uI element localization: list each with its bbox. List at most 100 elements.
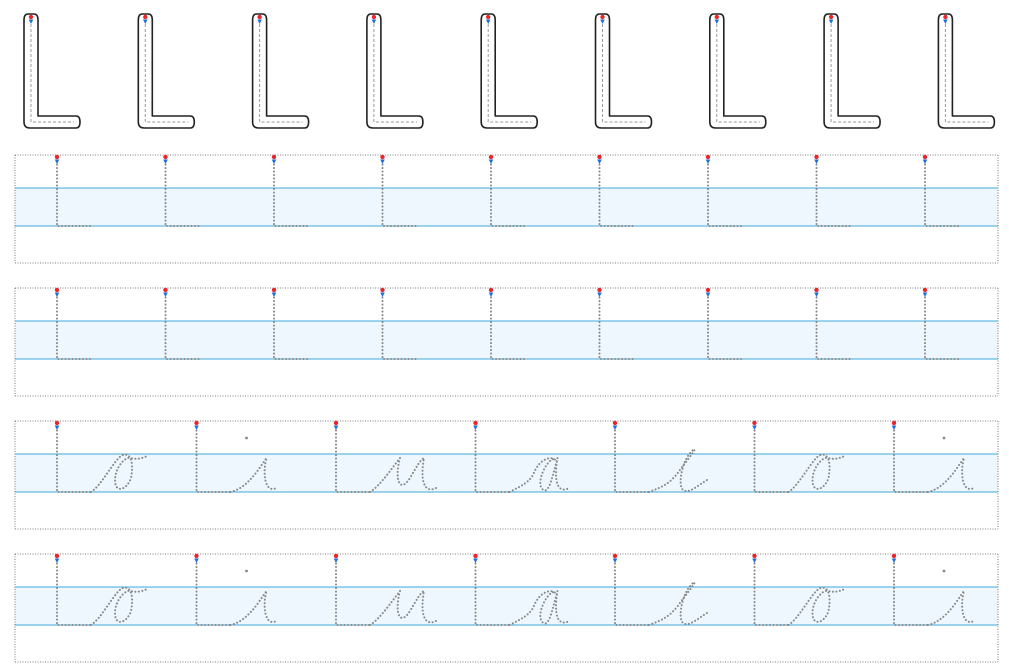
direction-arrow-icon [943,19,948,24]
dotted-letter-path [195,559,232,626]
start-dot-icon [597,154,602,160]
start-dot-icon [380,154,385,160]
big-letter-l [366,13,424,129]
dotted-cursive-o [787,453,846,493]
start-dot-icon [473,553,478,559]
trace-letter-l [163,154,201,227]
letter-outline [594,13,653,129]
letter-guide-path [373,24,417,123]
letter-outline [480,13,538,129]
dotted-letter-path [753,426,790,493]
direction-arrow-icon [380,159,385,164]
dotted-letter-path [335,426,371,493]
letter-guide-path [144,24,189,123]
dotted-letter-path [753,559,790,626]
trace-letter-l [705,287,743,360]
dotted-letter-path [474,426,511,493]
dotted-cursive-a [508,590,571,626]
big-letter-l [594,13,653,129]
trace-word-lo [54,553,148,626]
dotted-letter-path [273,293,309,360]
dotted-cursive-i [927,590,975,626]
direction-arrow-icon [597,159,602,164]
trace-letter-l [380,154,418,227]
dotted-cursive-e [648,448,708,493]
direction-arrow-icon [705,292,711,297]
dotted-cursive-a [508,457,571,493]
dotted-letter-path [273,160,309,227]
dotted-letter-path [707,160,743,227]
big-letter-l [137,13,196,129]
big-letter-l [251,13,310,129]
direction-arrow-icon [54,292,60,297]
start-dot-icon [28,14,34,20]
trace-letter-l [597,287,635,360]
direction-arrow-icon [714,19,720,24]
direction-arrow-icon [612,558,618,563]
start-dot-icon [54,420,60,426]
letter-guide-path [30,24,74,123]
trace-letter-l [271,287,309,360]
direction-arrow-icon [163,159,168,164]
start-dot-icon [488,287,494,293]
letter-guide-path [487,24,532,123]
start-dot-icon [705,287,711,293]
dotted-letter-path [56,559,92,626]
big-letter-l [480,13,538,129]
start-dot-icon [828,14,834,20]
start-dot-icon [54,154,60,160]
trace-letter-l [380,287,418,360]
dotted-cursive-u [369,590,437,626]
start-dot-icon [752,553,757,559]
trace-word-le [612,553,708,626]
direction-arrow-icon [922,159,928,164]
trace-word-li [194,553,278,626]
trace-word-lo [752,553,846,626]
direction-arrow-icon [752,558,757,563]
direction-arrow-icon [600,19,605,24]
dotted-letter-path [893,559,929,626]
i-dot-icon [245,436,248,440]
cursive-trace-row-4 [14,553,999,663]
direction-arrow-icon [485,19,491,24]
dotted-letter-path [893,426,929,493]
direction-arrow-icon [54,425,60,430]
direction-arrow-icon [922,292,928,297]
dotted-letter-path [474,559,511,626]
trace-letter-l [488,154,526,227]
start-dot-icon [380,287,385,293]
start-dot-icon [194,420,199,426]
print-trace-row-2 [14,287,999,397]
letter-outline [823,13,881,129]
start-dot-icon [473,420,478,426]
dotted-letter-path [164,160,201,227]
direction-arrow-icon [488,159,494,164]
direction-arrow-icon [333,558,339,563]
direction-arrow-icon [380,292,385,297]
dotted-cursive-o [90,586,148,626]
direction-arrow-icon [54,558,60,563]
start-dot-icon [597,287,602,293]
trace-letter-l [597,154,635,227]
trace-letter-l [54,287,92,360]
dotted-letter-path [195,426,232,493]
start-dot-icon [163,287,168,293]
trace-letter-l [705,154,743,227]
start-dot-icon [333,553,339,559]
start-dot-icon [257,14,262,20]
midline-band [15,454,998,492]
dotted-letter-path [924,160,960,227]
direction-arrow-icon [271,159,277,164]
big-letter-l [823,13,881,129]
start-dot-icon [891,553,897,559]
start-dot-icon [612,420,618,426]
trace-letter-l [163,287,201,360]
direction-arrow-icon [194,425,199,430]
i-dot-icon [942,436,946,440]
start-dot-icon [333,420,339,426]
start-dot-icon [143,14,148,20]
trace-word-li [891,420,975,493]
trace-word-lu [333,553,437,626]
start-dot-icon [371,14,377,20]
